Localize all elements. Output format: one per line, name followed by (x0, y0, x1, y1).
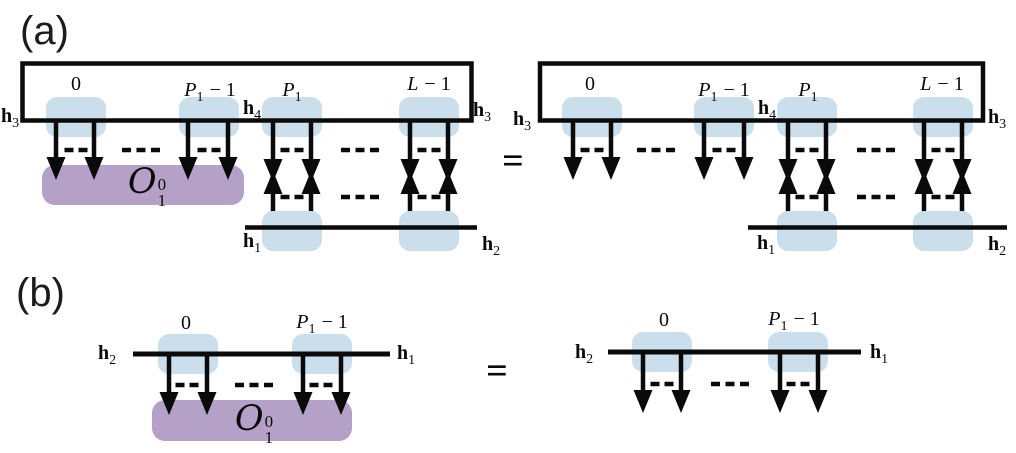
ellipsis-dashes (341, 194, 379, 200)
pair-dashes (197, 147, 221, 153)
label-h4: h4 (757, 97, 777, 123)
pair-dashes (650, 381, 674, 387)
ellipsis-dashes (857, 194, 895, 200)
label-site-p1: P1 (282, 79, 302, 105)
site-block (399, 211, 459, 251)
ellipsis-dashes (235, 382, 273, 388)
pair-dashes (280, 194, 304, 200)
panel-b-label: (b) (16, 271, 65, 315)
top-row-box (537, 61, 986, 123)
label-site-p1-minus-1: P1− 1 (768, 308, 820, 334)
label-site-0: 0 (181, 312, 191, 334)
ellipsis-dashes (857, 147, 895, 153)
label-site-p1: P1 (798, 79, 818, 105)
ellipsis-dashes (637, 147, 675, 153)
label-h2: h2 (988, 233, 1007, 259)
label-h1: h1 (757, 232, 776, 258)
ellipsis-dashes (122, 147, 160, 153)
pair-dashes (280, 147, 304, 153)
label-site-p1-minus-1: P1− 1 (296, 311, 348, 337)
equals-sign: = (486, 350, 508, 392)
pair-dashes (795, 194, 819, 200)
equals-sign: = (502, 140, 524, 182)
panel-b-left-diagram (133, 334, 390, 441)
label-h3: h3 (988, 106, 1007, 132)
panel-a-right-diagram (537, 61, 1007, 251)
label-site-l-minus-1: L− 1 (920, 73, 964, 95)
label-h3: h3 (1, 105, 20, 131)
ellipsis-dashes (341, 147, 379, 153)
label-h2: h2 (575, 341, 594, 367)
label-h1: h1 (397, 342, 416, 368)
label-h1: h1 (243, 230, 262, 256)
label-h2: h2 (482, 233, 501, 259)
ellipsis-dashes (711, 381, 749, 387)
pair-dashes (64, 147, 88, 153)
label-site-0: 0 (585, 73, 595, 95)
pair-dashes (175, 382, 199, 388)
pair-dashes (712, 147, 736, 153)
panel-b-right-diagram (608, 332, 861, 413)
pair-dashes (580, 147, 604, 153)
site-block (913, 211, 973, 251)
label-site-l-minus-1: L− 1 (407, 73, 451, 95)
panel-a-left-diagram (20, 61, 477, 251)
pair-dashes (309, 382, 333, 388)
pair-dashes (786, 381, 810, 387)
pair-dashes (417, 147, 441, 153)
site-block (262, 211, 322, 251)
label-h3: h3 (473, 99, 492, 125)
site-block (777, 211, 837, 251)
pair-dashes (795, 147, 819, 153)
label-site-p1-minus-1: P1− 1 (184, 79, 236, 105)
pair-dashes (417, 194, 441, 200)
top-row-box (20, 61, 474, 123)
panel-a-label: (a) (20, 9, 69, 53)
label-h2: h2 (98, 342, 117, 368)
label-site-0: 0 (71, 73, 81, 95)
pair-dashes (931, 194, 955, 200)
label-h3: h3 (513, 108, 532, 134)
label-h4: h4 (242, 97, 262, 123)
label-site-p1-minus-1: P1− 1 (698, 79, 750, 105)
pair-dashes (931, 147, 955, 153)
label-site-0: 0 (659, 309, 669, 331)
label-h1: h1 (870, 341, 889, 367)
